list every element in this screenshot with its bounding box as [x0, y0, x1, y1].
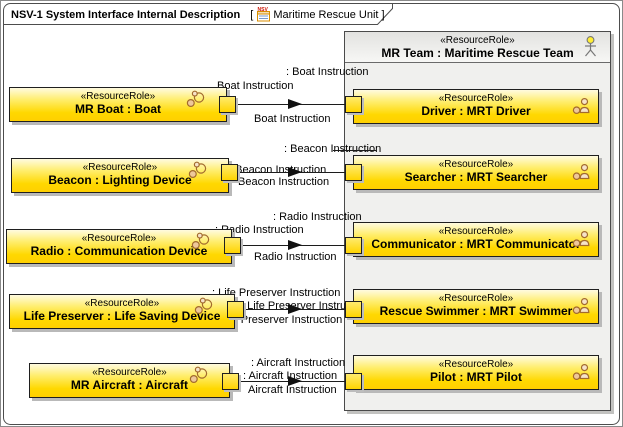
resource-role-icon: [188, 161, 207, 178]
connector-arrowhead: [288, 240, 302, 250]
connector-arrowhead: [288, 304, 302, 314]
port[interactable]: [345, 373, 362, 390]
person-role-icon: [572, 97, 590, 115]
resource-role-icon: [189, 366, 208, 383]
diagram-name: Maritime Rescue Unit: [273, 8, 379, 21]
connector-arrowhead: [288, 376, 302, 386]
resource-name: Pilot : MRT Pilot: [430, 370, 522, 384]
connector-bottom-label[interactable]: Aircraft Instruction: [248, 384, 337, 396]
resource-box-beacon[interactable]: «ResourceRole» Beacon : Lighting Device: [11, 158, 229, 193]
port[interactable]: [345, 96, 362, 113]
port[interactable]: [227, 301, 244, 318]
resource-role-icon: [191, 232, 210, 249]
resource-box-searcher[interactable]: «ResourceRole» Searcher : MRT Searcher: [353, 155, 599, 190]
port[interactable]: [224, 237, 241, 254]
resource-name: Radio : Communication Device: [30, 244, 208, 258]
stereotype-label: «ResourceRole»: [438, 159, 514, 170]
connector-top-label[interactable]: : Boat Instruction: [286, 66, 369, 78]
open-bracket: [: [250, 8, 254, 21]
stereotype-label: «ResourceRole»: [92, 367, 167, 378]
person-role-icon: [572, 364, 590, 380]
stereotype-label: «ResourceRole»: [81, 233, 157, 244]
port[interactable]: [345, 301, 362, 318]
connector-bottom-label[interactable]: Boat Instruction: [254, 113, 331, 125]
mr-team-header: «ResourceRole» MR Team : Maritime Rescue…: [345, 32, 610, 63]
connector-line-segment[interactable]: [333, 150, 376, 151]
resource-box-mr-boat[interactable]: «ResourceRole» MR Boat : Boat: [9, 87, 227, 122]
resource-role-icon: [194, 297, 213, 314]
resource-name: Beacon : Lighting Device: [48, 173, 192, 187]
actor-stick-figure-icon: [585, 36, 596, 57]
port[interactable]: [345, 164, 362, 181]
stereotype-label: «ResourceRole»: [438, 293, 514, 304]
connector-bottom-label[interactable]: Beacon Instruction: [238, 176, 330, 188]
diagram-frame-tab[interactable]: NSV-1 System Interface Internal Descript…: [4, 4, 388, 25]
connector-arrowhead: [288, 99, 302, 109]
resource-box-rescue-swimmer[interactable]: «ResourceRole» Rescue Swimmer : MRT Swim…: [353, 289, 599, 324]
port[interactable]: [219, 96, 236, 113]
diagram-title: NSV-1 System Interface Internal Descript…: [11, 8, 241, 21]
resource-box-pilot[interactable]: «ResourceRole» Pilot : MRT Pilot: [353, 355, 599, 390]
port[interactable]: [345, 237, 362, 254]
resource-name: Driver : MRT Driver: [421, 104, 531, 118]
connector-top-label[interactable]: : Aircraft Instruction: [251, 357, 346, 369]
stereotype-label: «ResourceRole»: [84, 298, 160, 309]
resource-name: Searcher : MRT Searcher: [404, 170, 548, 184]
svg-text:NSV: NSV: [258, 7, 269, 13]
connector-mid-label[interactable]: : Life Preserver Instruction: [241, 300, 370, 312]
resource-box-life-preserver[interactable]: «ResourceRole» Life Preserver : Life Sav…: [9, 294, 235, 329]
mr-team-name: MR Team : Maritime Rescue Team: [381, 46, 574, 60]
mr-team-container[interactable]: «ResourceRole» MR Team : Maritime Rescue…: [344, 31, 611, 411]
connector-top-label[interactable]: : Radio Instruction: [273, 211, 362, 223]
person-role-icon: [572, 164, 590, 180]
connector-mid-label[interactable]: : Radio Instruction: [215, 224, 304, 236]
resource-box-radio[interactable]: «ResourceRole» Radio : Communication Dev…: [6, 229, 232, 264]
person-role-icon: [572, 298, 590, 314]
connector-top-label[interactable]: : Beacon Instruction: [284, 143, 382, 155]
nsv-diagram-icon: NSV: [257, 7, 271, 22]
resource-name: Rescue Swimmer : MRT Swimmer: [379, 304, 573, 318]
connector-bottom-label[interactable]: Radio Instruction: [254, 251, 337, 263]
port[interactable]: [222, 373, 239, 390]
resource-role-icon: [186, 90, 205, 108]
stereotype-label: «ResourceRole»: [438, 226, 514, 237]
stereotype-label: «ResourceRole»: [440, 35, 515, 46]
stereotype-label: «ResourceRole»: [438, 359, 514, 370]
connector-mid-label[interactable]: : Beacon Instruction: [229, 164, 327, 176]
resource-name: MR Aircraft : Aircraft: [70, 378, 189, 392]
stereotype-label: «ResourceRole»: [438, 93, 514, 104]
resource-name: Communicator : MRT Communicator: [371, 237, 581, 251]
close-bracket: ]: [381, 8, 385, 21]
person-role-icon: [572, 231, 590, 247]
resource-name: MR Boat : Boat: [75, 102, 161, 116]
resource-box-mr-aircraft[interactable]: «ResourceRole» MR Aircraft : Aircraft: [29, 363, 230, 398]
port[interactable]: [221, 164, 238, 181]
resource-name: Life Preserver : Life Saving Device: [23, 309, 221, 323]
resource-box-driver[interactable]: «ResourceRole» Driver : MRT Driver: [353, 89, 599, 124]
stereotype-label: «ResourceRole»: [80, 91, 156, 102]
connector-arrowhead: [288, 167, 302, 177]
connector-bottom-label[interactable]: Life Preserver Instruction: [220, 314, 343, 326]
stereotype-label: «ResourceRole»: [82, 162, 158, 173]
connector-top-label[interactable]: : Life Preserver Instruction: [212, 287, 341, 299]
resource-box-communicator[interactable]: «ResourceRole» Communicator : MRT Commun…: [353, 222, 599, 257]
connector-mid-label[interactable]: Boat Instruction: [217, 80, 294, 92]
